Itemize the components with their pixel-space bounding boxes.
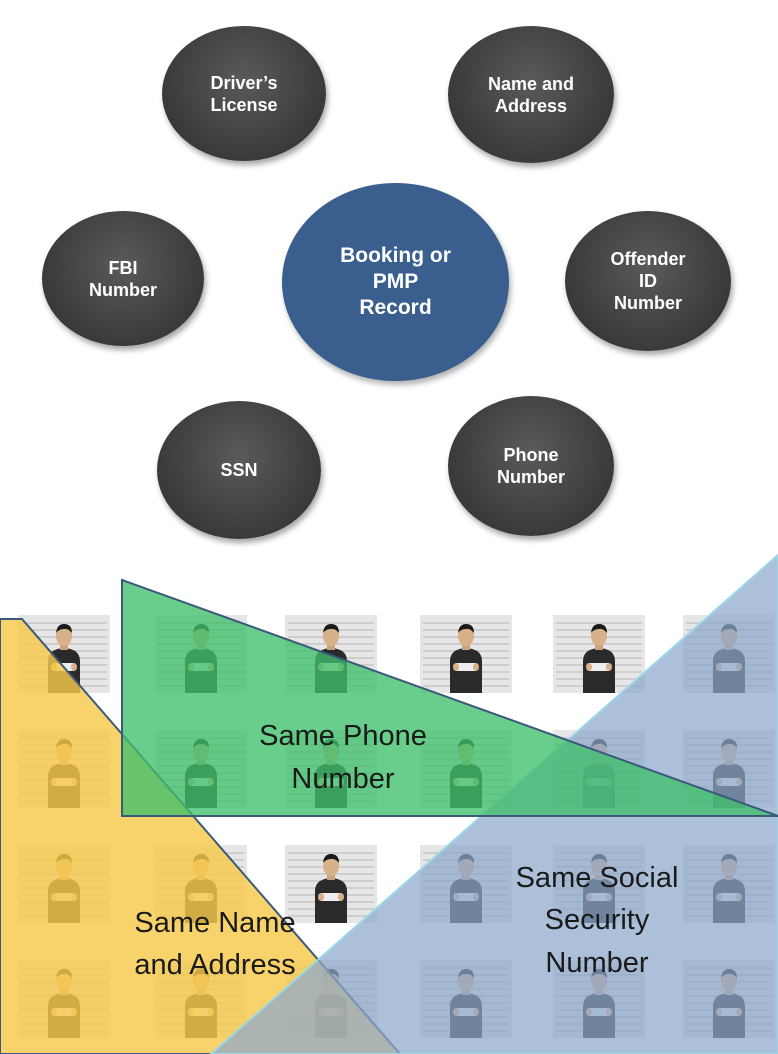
mugshot-overlap-diagram: Same Phone Number Same Name and Address … bbox=[0, 553, 778, 1054]
mugshot-card bbox=[284, 844, 378, 924]
node-phone-number: Phone Number bbox=[448, 396, 614, 536]
region-same-phone bbox=[121, 578, 778, 817]
mugshot-card bbox=[552, 614, 646, 694]
label-same-name-line2: and Address bbox=[134, 949, 295, 981]
mugshot-card bbox=[419, 614, 513, 694]
node-name-and-address: Name and Address bbox=[448, 26, 614, 163]
center-node-booking-record: Booking or PMP Record bbox=[282, 183, 509, 381]
label-same-phone-line1: Same Phone bbox=[259, 720, 427, 752]
node-ssn: SSN bbox=[157, 401, 321, 539]
label-same-phone-line2: Number bbox=[291, 763, 394, 795]
label-same-ssn-line1: Same Social bbox=[516, 862, 679, 894]
region-same-name-address bbox=[0, 618, 402, 1054]
node-fbi-number: FBI Number bbox=[42, 211, 204, 346]
node-offender-id-number: Offender ID Number bbox=[565, 211, 731, 351]
mugshot-grid-area: Same Phone Number Same Name and Address … bbox=[0, 540, 778, 1054]
node-drivers-license: Driver’s License bbox=[162, 26, 326, 161]
label-same-ssn-line2: Security bbox=[545, 904, 650, 936]
label-same-ssn-line3: Number bbox=[545, 947, 648, 979]
label-same-name-line1: Same Name bbox=[134, 907, 295, 939]
